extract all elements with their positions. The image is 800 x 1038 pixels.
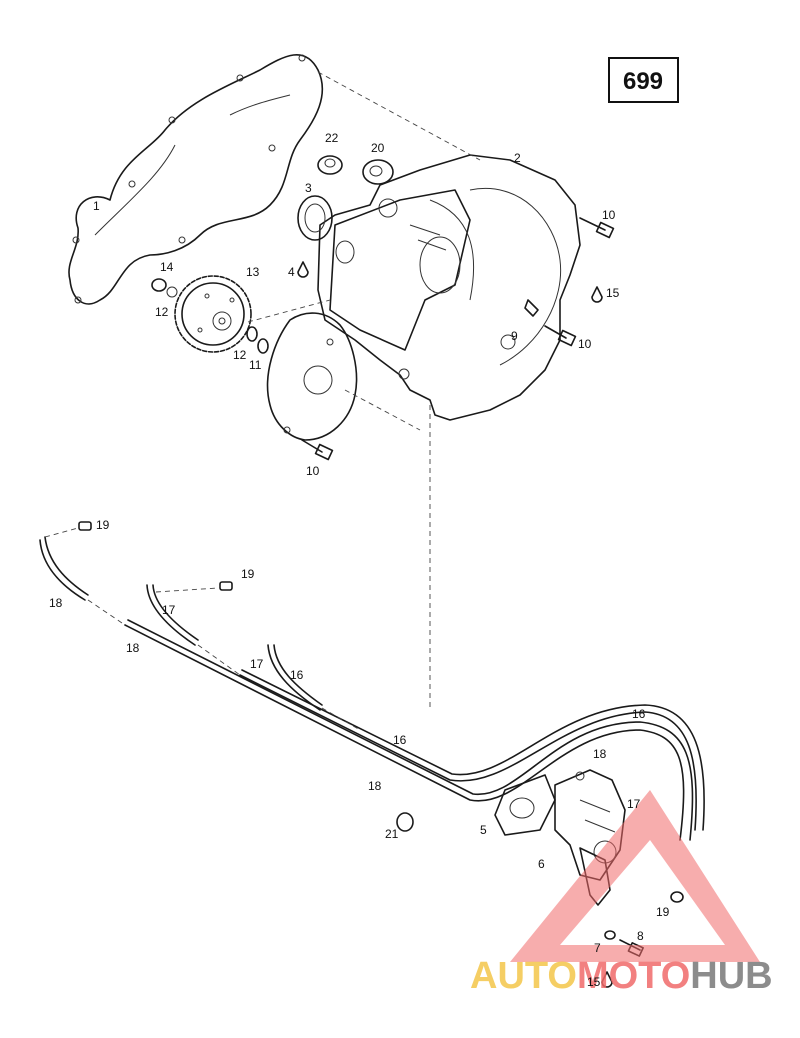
clamp-19-left [78,521,92,531]
callout-12-left: 12 [155,305,169,319]
watermark-auto: AUTO [470,955,577,997]
part-gasket [68,53,324,305]
leader-plate [344,389,421,431]
callout-12-right: 12 [233,348,247,362]
sealant-drop-15-upper [591,286,603,303]
callout-18-left: 18 [49,596,63,610]
callout-17-left: 17 [162,603,176,617]
hose-17-middle [146,584,199,646]
part-fitting-21 [396,812,414,832]
callout-7: 7 [594,941,601,955]
callout-16-right: 16 [632,707,646,721]
leader-gasket-to-housing [317,71,481,161]
leader-hose-19-left [44,527,79,538]
part-housing [317,154,581,421]
part-clip [524,299,539,317]
washer-7 [604,930,616,940]
watermark-moto: MOTO [577,955,690,997]
callout-11: 11 [249,358,262,372]
part-oil-seal [297,195,333,241]
callout-18-right: 18 [593,747,607,761]
callout-13: 13 [246,265,260,279]
screw-10-right [544,325,577,347]
callout-19-left: 19 [96,518,110,532]
watermark: AUTOMOTOHUB [470,790,773,997]
screw-10-lower [301,439,334,461]
diagram-reference-number: 699 [623,68,663,95]
leader-hoses-lower [87,599,361,731]
callout-2: 2 [514,151,521,165]
callout-14: 14 [160,260,174,274]
callout-19-right: 19 [656,905,670,919]
callout-17-middle: 17 [250,657,264,671]
callout-15-lower: 15 [587,975,601,989]
watermark-triangle-logo [510,790,760,962]
part-gear [174,275,252,353]
hose-17-long [239,669,705,831]
leader-gear [247,299,331,323]
callout-18-middle: 18 [126,641,140,655]
sealant-drop-15-lower [601,971,613,988]
callout-16-left: 16 [290,668,304,682]
callout-17-right: 17 [627,797,641,811]
callout-6: 6 [538,857,545,871]
sealant-drop-4 [297,261,309,278]
callout-5: 5 [480,823,487,837]
callout-21: 21 [385,827,399,841]
callout-3: 3 [305,181,312,195]
part-cap-22 [317,155,343,175]
hose-18-left [39,536,89,601]
part-nut [151,278,178,298]
callout-15-upper: 15 [606,286,620,300]
watermark-hub: HUB [690,955,772,997]
clamp-19-middle [219,581,233,591]
watermark-text: AUTOMOTOHUB [470,955,773,997]
part-gasket-5 [494,774,556,836]
callout-22: 22 [325,131,339,145]
callout-16-middle: 16 [393,733,407,747]
part-cap-20 [362,159,394,185]
callout-10-right: 10 [578,337,592,351]
callout-18-lower: 18 [368,779,382,793]
part-cover-plate [266,312,358,441]
clamp-19-right [670,891,684,903]
callout-10-upper: 10 [602,208,616,222]
callout-19-middle: 19 [241,567,255,581]
screw-10-upper [579,217,615,239]
callout-20: 20 [371,141,385,155]
diagram-reference-box: 699 [608,57,679,103]
hose-18-long [124,619,694,841]
callout-1: 1 [93,199,100,213]
leader-hose-19-middle [155,587,219,593]
part-washers [246,326,269,354]
callout-10-lower: 10 [306,464,320,478]
callout-8: 8 [637,929,644,943]
callout-4: 4 [288,265,295,279]
callout-9: 9 [511,329,518,343]
